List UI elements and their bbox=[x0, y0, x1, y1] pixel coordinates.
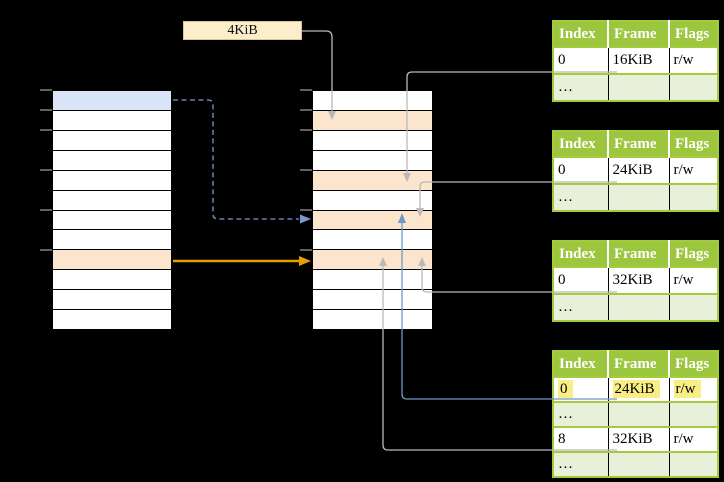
table-cell: … bbox=[553, 184, 608, 211]
memory-row bbox=[53, 190, 171, 211]
table-row: … bbox=[553, 402, 718, 427]
highlighted-value: 24KiB bbox=[612, 380, 660, 398]
memory-row bbox=[53, 250, 171, 271]
column-header: Frame bbox=[607, 21, 669, 47]
memory-row bbox=[53, 290, 171, 311]
table-row: … bbox=[553, 184, 718, 211]
memory-row bbox=[53, 110, 171, 131]
column-header: Index bbox=[553, 351, 608, 377]
table-cell: … bbox=[553, 452, 608, 477]
memory-row bbox=[53, 150, 171, 171]
table-cell bbox=[668, 452, 718, 477]
column-header: Index bbox=[553, 241, 608, 267]
memory-row bbox=[313, 290, 432, 311]
memory-row bbox=[313, 270, 432, 291]
table-cell bbox=[668, 184, 718, 211]
table-cell: 0 bbox=[553, 47, 608, 74]
table-cell bbox=[668, 74, 718, 101]
table-cell: … bbox=[553, 74, 608, 101]
table-cell: … bbox=[553, 294, 608, 321]
column-header: Index bbox=[553, 21, 608, 47]
virtual-to-physical-dashed-arrow bbox=[173, 99, 299, 220]
memory-row bbox=[313, 310, 432, 330]
memory-row bbox=[53, 170, 171, 191]
column-header: Flags bbox=[668, 21, 718, 47]
highlighted-value: r/w bbox=[673, 380, 701, 398]
table-cell: r/w bbox=[668, 47, 718, 74]
highlighted-value: 0 bbox=[558, 380, 573, 398]
virtual-to-physical-dashed-arrowhead bbox=[300, 214, 311, 224]
table-cell: r/w bbox=[668, 267, 718, 294]
memory-row bbox=[53, 230, 171, 251]
memory-row bbox=[313, 190, 432, 211]
memory-row bbox=[313, 110, 432, 131]
page-size-text: 4KiB bbox=[227, 22, 258, 38]
memory-row bbox=[53, 91, 171, 111]
memory-row bbox=[313, 150, 432, 171]
table-cell: 32KiB bbox=[607, 427, 669, 452]
memory-row bbox=[53, 310, 171, 330]
column-header: Frame bbox=[607, 351, 669, 377]
memory-row bbox=[313, 230, 432, 251]
table-cell: 24KiB bbox=[607, 377, 669, 402]
table-cell bbox=[607, 74, 669, 101]
table-row: 0 24KiB r/w bbox=[553, 377, 718, 402]
page-size-label: 4KiB bbox=[183, 21, 302, 40]
table-cell: 8 bbox=[553, 427, 608, 452]
table-cell: r/w bbox=[668, 427, 718, 452]
virtual-to-physical-orange-arrowhead bbox=[299, 256, 311, 266]
table-cell: r/w bbox=[668, 377, 718, 402]
memory-row bbox=[313, 170, 432, 191]
table-cell bbox=[607, 452, 669, 477]
column-header: Frame bbox=[607, 131, 669, 157]
table-cell: 16KiB bbox=[607, 47, 669, 74]
memory-row bbox=[313, 250, 432, 271]
table-cell bbox=[607, 294, 669, 321]
column-header: Frame bbox=[607, 241, 669, 267]
column-header: Flags bbox=[668, 241, 718, 267]
memory-row bbox=[313, 210, 432, 231]
table-cell bbox=[668, 402, 718, 427]
memory-row bbox=[313, 130, 432, 151]
table-row: … bbox=[553, 74, 718, 101]
table-row: … bbox=[553, 294, 718, 321]
memory-row bbox=[53, 130, 171, 151]
table-cell: 0 bbox=[553, 377, 608, 402]
column-header: Flags bbox=[668, 351, 718, 377]
memory-row bbox=[53, 210, 171, 231]
table-cell: r/w bbox=[668, 157, 718, 184]
table-cell: … bbox=[553, 402, 608, 427]
table-cell bbox=[607, 184, 669, 211]
table-row: … bbox=[553, 452, 718, 477]
memory-row bbox=[53, 270, 171, 291]
table-cell: 0 bbox=[553, 267, 608, 294]
table-cell: 24KiB bbox=[607, 157, 669, 184]
table-cell: 32KiB bbox=[607, 267, 669, 294]
memory-row bbox=[313, 91, 432, 111]
column-header: Flags bbox=[668, 131, 718, 157]
physical-memory-column bbox=[312, 90, 433, 330]
column-header: Index bbox=[553, 131, 608, 157]
virtual-memory-column bbox=[52, 90, 172, 330]
table-cell: 0 bbox=[553, 157, 608, 184]
table-cell bbox=[607, 402, 669, 427]
table-cell bbox=[668, 294, 718, 321]
